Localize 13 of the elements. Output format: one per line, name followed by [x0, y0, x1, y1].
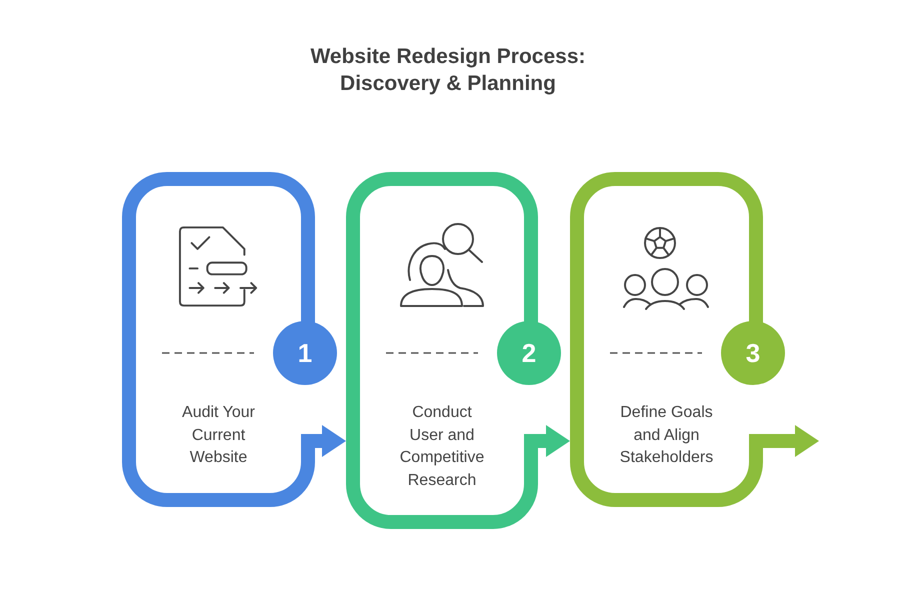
step-card [346, 172, 538, 529]
diagram-title: Website Redesign Process: Discovery & Planning [309, 44, 587, 97]
number-circle: 3 [721, 321, 785, 385]
arrow [315, 425, 346, 457]
number-circle: 1 [273, 321, 337, 385]
number-circle: 2 [497, 321, 561, 385]
arrow [538, 425, 570, 457]
arrow [763, 425, 819, 457]
step-card [122, 172, 315, 507]
step-label: Define Goals and Align Stakeholders [618, 403, 714, 468]
step-card [570, 172, 763, 507]
step-label: Conduct User and Competitive Research [398, 403, 486, 490]
step-label: Audit Your Current Website [181, 403, 256, 468]
